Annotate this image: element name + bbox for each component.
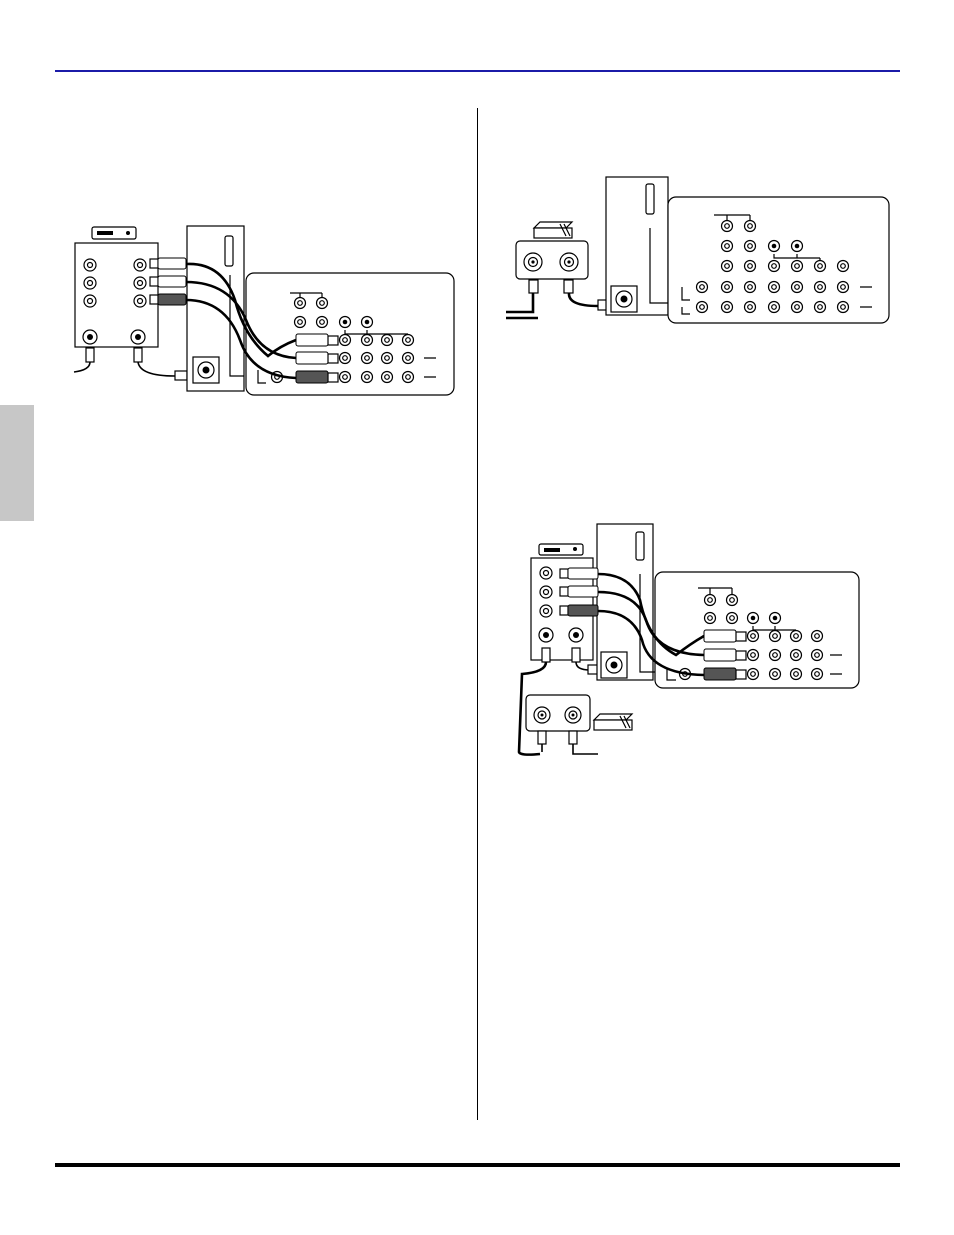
cable-box-back-panel <box>526 695 590 731</box>
rf-connector-icon <box>569 628 583 642</box>
rf-connector-icon <box>534 707 550 723</box>
rf-plug-icon <box>572 648 580 662</box>
vcr-jack <box>540 586 552 598</box>
rca-plug-icon <box>560 568 598 579</box>
rca-plug-icon <box>560 586 598 597</box>
rca-plug-icon <box>704 668 746 680</box>
tv-slot <box>636 532 644 560</box>
rca-plug-icon <box>560 605 598 616</box>
vcr-icon <box>539 544 583 555</box>
rf-connector-icon <box>565 707 581 723</box>
vcr-jack <box>540 567 552 579</box>
rf-plug-icon <box>542 648 550 662</box>
antenna-cable <box>573 744 598 754</box>
cable-box-icon <box>594 714 632 730</box>
rca-plug-icon <box>704 630 746 642</box>
rca-plug-icon <box>704 649 746 661</box>
rf-plug-icon <box>538 731 546 744</box>
rf-plug-icon <box>569 731 577 744</box>
jack-panel-icon <box>655 572 859 688</box>
vcr-jack <box>540 605 552 617</box>
rf-connector-icon <box>539 628 553 642</box>
